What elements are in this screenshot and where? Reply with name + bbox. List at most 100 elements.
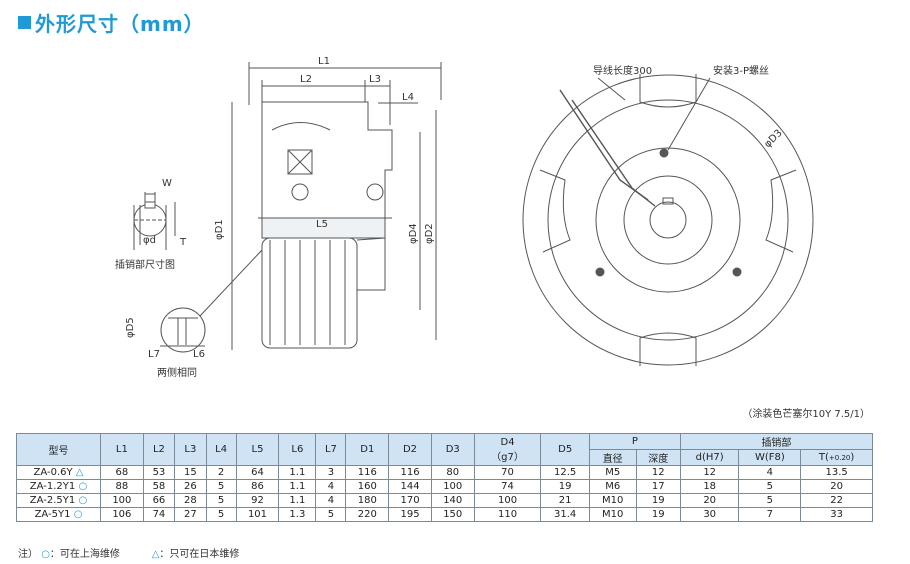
table-cell: 5 [315, 507, 347, 522]
table-cell: 1.3 [278, 507, 317, 522]
seal-detail [160, 249, 263, 353]
circle-mark-icon: ○ [78, 481, 88, 492]
cell-model: ZA-5Y1 ○ [16, 507, 101, 522]
label-L3: L3 [369, 74, 381, 85]
table-cell: 4 [315, 479, 347, 494]
circle-mark-icon: ○ [73, 509, 83, 520]
model-name: ZA-0.6Y [33, 467, 73, 478]
table-cell: 86 [235, 479, 280, 494]
table-cell: 17 [635, 479, 681, 494]
table-cell: 20 [800, 479, 873, 494]
header-L1: L1 [100, 433, 144, 466]
table-cell: 5 [205, 479, 237, 494]
section-title: 外形尺寸（mm） [18, 8, 205, 36]
header-D4: D4 （g7） [473, 433, 542, 466]
table-cell: M6 [588, 479, 637, 494]
header-D4-line2: （g7） [491, 451, 524, 463]
table-cell: 33 [800, 507, 873, 522]
table-cell: 170 [388, 493, 432, 508]
table-cell: 68 [100, 465, 144, 480]
header-T-tol-lower: 0 [845, 454, 851, 462]
label-L2: L2 [300, 74, 312, 85]
triangle-mark-icon: △ [151, 549, 160, 560]
title-square-icon [18, 15, 31, 29]
section-title-text: 外形尺寸（mm） [35, 11, 205, 36]
label-L6: L6 [193, 349, 205, 360]
label-L5: L5 [316, 219, 328, 230]
table-cell: 64 [235, 465, 280, 480]
table-cell: 28 [174, 493, 207, 508]
label-wire-length: 导线长度300 [593, 64, 652, 77]
table-cell: 15 [174, 465, 207, 480]
header-model: 型号 [16, 433, 101, 466]
header-L6: L6 [278, 433, 317, 466]
header-T-label: T( [818, 452, 829, 463]
table-cell: 180 [345, 493, 390, 508]
label-W: W [162, 178, 172, 189]
header-T-close: ) [850, 452, 855, 463]
footnote-circle-text: ：可在上海维修 [49, 549, 120, 560]
header-L7: L7 [315, 433, 347, 466]
table-cell: 100 [430, 479, 475, 494]
header-D2: D2 [388, 433, 432, 466]
header-P-diameter: 直径 [588, 449, 637, 466]
table-cell: 19 [540, 479, 590, 494]
table-cell: 20 [679, 493, 740, 508]
triangle-mark-icon: △ [75, 467, 84, 478]
table-cell: 4 [315, 493, 347, 508]
label-phi-D2: φD2 [424, 223, 435, 244]
spec-table: 型号 L1 L2 L3 L4 L5 L6 L7 D1 D2 D3 D4 （g7）… [16, 433, 874, 522]
table-cell: 74 [473, 479, 542, 494]
table-cell: M10 [588, 507, 637, 522]
cell-model: ZA-0.6Y △ [16, 465, 101, 480]
table-cell: 5 [205, 507, 237, 522]
keyway-detail [133, 192, 176, 250]
header-dH7: d(H7) [679, 449, 740, 466]
label-L4: L4 [402, 92, 414, 103]
table-cell: 7 [738, 507, 802, 522]
table-cell: 13.5 [800, 465, 873, 480]
header-D1: D1 [345, 433, 390, 466]
table-cell: 18 [679, 479, 740, 494]
table-cell: 100 [473, 493, 542, 508]
table-cell: 144 [388, 479, 432, 494]
table-cell: 5 [205, 493, 237, 508]
footnote-triangle-text: ：只可在日本维修 [159, 549, 240, 560]
table-cell: 12 [635, 465, 681, 480]
table-cell: 22 [800, 493, 873, 508]
table-cell: 12 [679, 465, 740, 480]
label-T: T [179, 237, 187, 248]
footnote-prefix: 注） [18, 549, 38, 560]
keyway-caption: 插销部尺寸图 [115, 258, 175, 271]
table-cell: 19 [635, 493, 681, 508]
table-cell: 110 [473, 507, 542, 522]
front-view [522, 74, 814, 366]
table-cell: 30 [679, 507, 740, 522]
label-phi-d: φd [143, 235, 156, 246]
table-cell: 150 [430, 507, 475, 522]
label-mount-screw: 安装3-P螺丝 [713, 64, 769, 77]
table-cell: 116 [345, 465, 390, 480]
header-key-group: 插销部 [679, 433, 874, 450]
circle-mark-icon: ○ [78, 495, 88, 506]
label-L1: L1 [318, 56, 330, 67]
table-cell: 74 [142, 507, 176, 522]
table-cell: 70 [473, 465, 542, 480]
header-P-depth: 深度 [635, 449, 681, 466]
header-D4-line1: D4 [500, 436, 515, 448]
table-cell: 101 [235, 507, 280, 522]
table-cell: 12.5 [540, 465, 590, 480]
table-cell: 116 [388, 465, 432, 480]
table-cell: 19 [635, 507, 681, 522]
cell-model: ZA-1.2Y1 ○ [16, 479, 101, 494]
table-cell: 1.1 [278, 493, 317, 508]
header-L4: L4 [205, 433, 237, 466]
table-cell: 58 [142, 479, 176, 494]
table-cell: 66 [142, 493, 176, 508]
both-sides-caption: 两侧相同 [157, 366, 197, 379]
table-cell: 2 [205, 465, 237, 480]
label-L7: L7 [148, 349, 160, 360]
table-cell: 195 [388, 507, 432, 522]
